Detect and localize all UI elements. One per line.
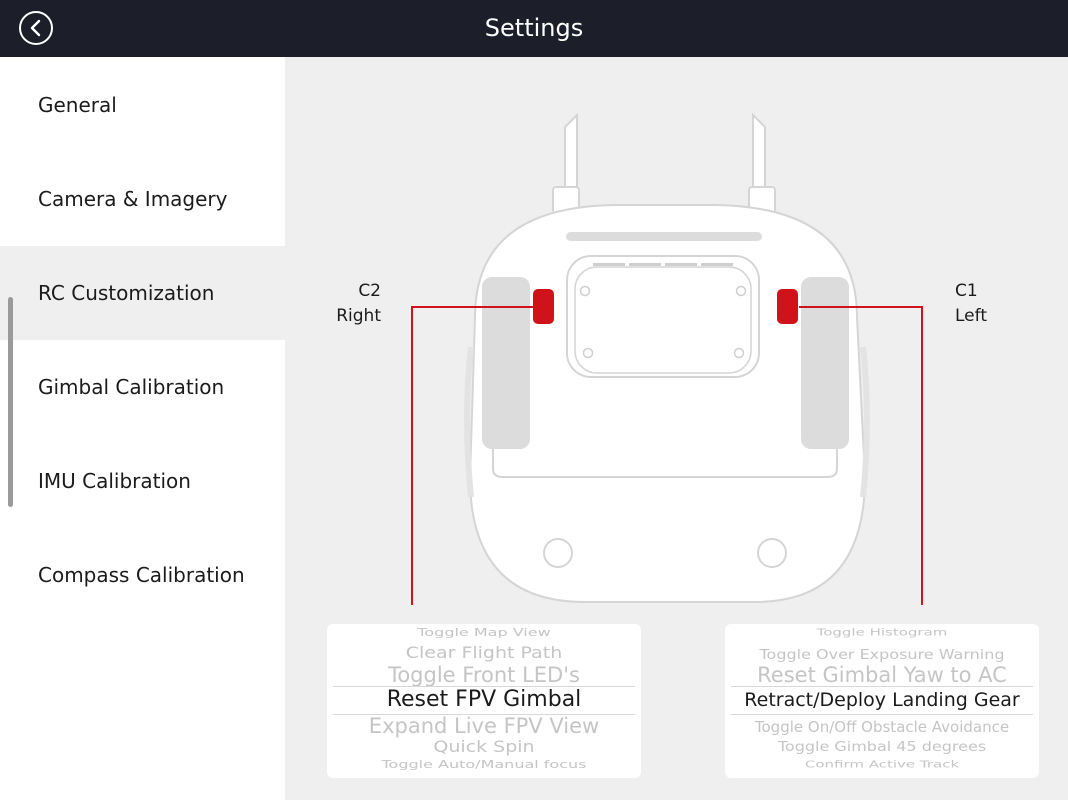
c2-function-picker[interactable]: Toggle Map View Clear Flight Path Toggle… xyxy=(327,624,641,778)
picker-option[interactable]: Toggle Auto/Manual focus xyxy=(381,758,587,771)
picker-option[interactable]: Confirm Active Track xyxy=(804,758,960,770)
sidebar-item-compass-calibration[interactable]: Compass Calibration xyxy=(0,528,285,622)
picker-option[interactable]: Toggle Map View xyxy=(417,626,551,639)
sidebar-item-imu-calibration[interactable]: IMU Calibration xyxy=(0,434,285,528)
rc-customization-panel: C2 Right C1 Left Toggle Map View Clear F… xyxy=(285,57,1068,800)
c2-button-label: C2 Right xyxy=(325,279,381,329)
page-title: Settings xyxy=(484,14,584,42)
c1-function-picker[interactable]: Toggle Histogram Toggle Over Exposure Wa… xyxy=(725,624,1039,778)
picker-option[interactable]: Expand Live FPV View xyxy=(368,714,600,738)
picker-option[interactable]: Clear Flight Path xyxy=(405,643,563,663)
sidebar-item-label: General xyxy=(38,93,117,117)
picker-option[interactable]: Toggle Over Exposure Warning xyxy=(759,646,1005,663)
selection-top-line xyxy=(731,686,1033,687)
back-button[interactable] xyxy=(19,11,53,45)
chevron-left-icon xyxy=(30,19,41,37)
selection-top-line xyxy=(333,686,635,687)
sidebar-item-label: RC Customization xyxy=(38,281,215,305)
c1-button-marker[interactable] xyxy=(777,289,798,324)
sidebar-item-label: Gimbal Calibration xyxy=(38,375,225,399)
c2-side: Right xyxy=(336,306,381,326)
c1-side: Left xyxy=(955,306,987,326)
c2-name: C2 xyxy=(358,281,381,301)
picker-option-selected[interactable]: Reset FPV Gimbal xyxy=(386,687,582,712)
picker-option-selected[interactable]: Retract/Deploy Landing Gear xyxy=(744,689,1020,711)
sidebar: General Camera & Imagery RC Customizatio… xyxy=(0,57,285,800)
c2-button-marker[interactable] xyxy=(533,289,554,324)
c1-button-label: C1 Left xyxy=(955,279,1015,329)
sidebar-scrollbar[interactable] xyxy=(8,297,13,507)
sidebar-item-general[interactable]: General xyxy=(0,58,285,152)
sidebar-item-rc-customization[interactable]: RC Customization xyxy=(0,246,285,340)
picker-option[interactable]: Toggle Gimbal 45 degrees xyxy=(777,738,987,755)
c1-name: C1 xyxy=(955,281,978,301)
picker-option[interactable]: Toggle Front LED's xyxy=(388,663,580,687)
picker-option[interactable]: Toggle On/Off Obstacle Avoidance xyxy=(754,718,1010,736)
selection-bottom-line xyxy=(731,714,1033,715)
sidebar-item-label: Camera & Imagery xyxy=(38,187,228,211)
selection-bottom-line xyxy=(333,714,635,715)
picker-option[interactable]: Toggle Histogram xyxy=(816,626,948,638)
sidebar-item-label: Compass Calibration xyxy=(38,563,245,587)
remote-controller-illustration xyxy=(411,112,923,605)
sidebar-item-label: IMU Calibration xyxy=(38,469,191,493)
header-bar: Settings xyxy=(0,0,1068,57)
sidebar-item-gimbal-calibration[interactable]: Gimbal Calibration xyxy=(0,340,285,434)
sidebar-item-camera-imagery[interactable]: Camera & Imagery xyxy=(0,152,285,246)
picker-option[interactable]: Quick Spin xyxy=(433,737,535,757)
picker-option[interactable]: Reset Gimbal Yaw to AC xyxy=(757,663,1007,687)
